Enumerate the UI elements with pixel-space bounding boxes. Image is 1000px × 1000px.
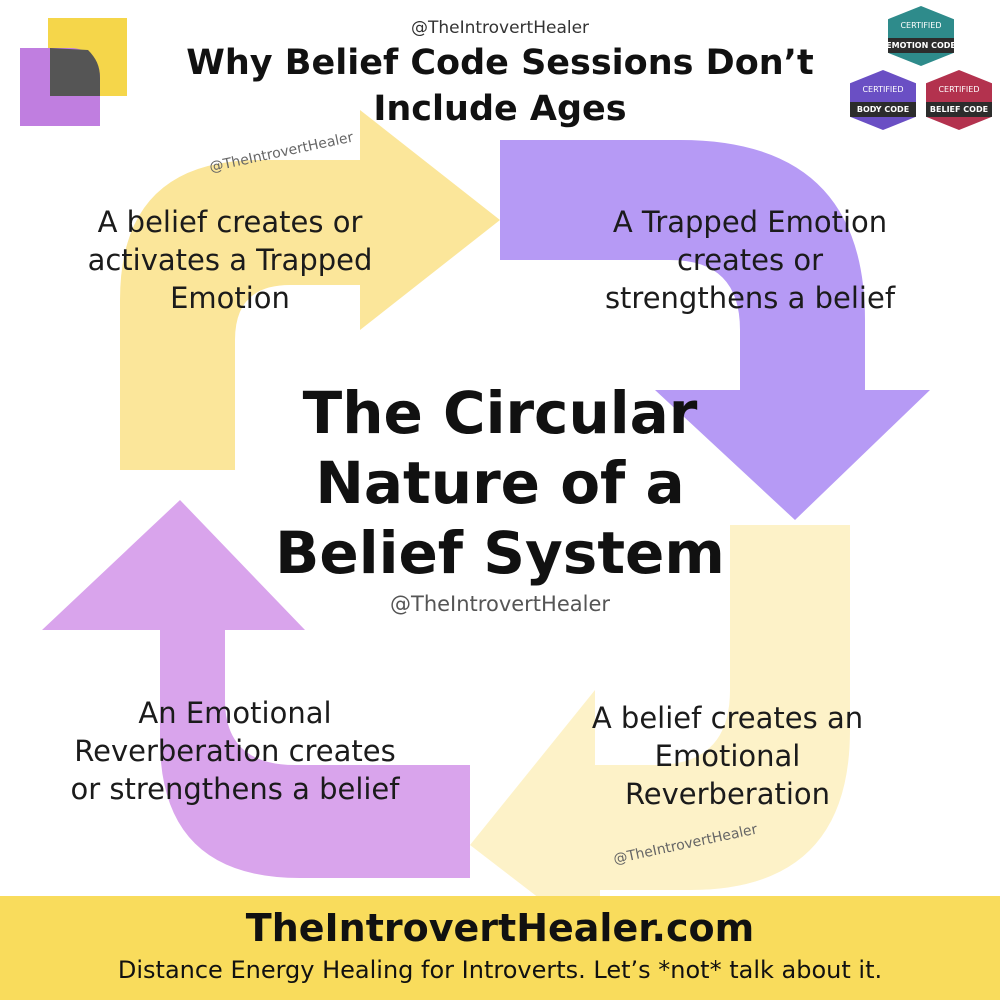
belief-code-badge: CERTIFIED BELIEF CODE (926, 70, 992, 130)
arrow-bottom-right (470, 525, 850, 945)
header-handle: @TheIntrovertHealer (410, 18, 590, 38)
step-reverberation-strengthens-belief: An Emotional Reverberation creates or st… (70, 696, 400, 806)
emotion-code-badge: CERTIFIED EMOTION CODE (888, 6, 954, 66)
logo-overlap-shape (50, 48, 100, 96)
arrow-top-left (120, 110, 500, 470)
footer-banner (0, 896, 1000, 1000)
step-belief-creates-reverberation: A belief creates an Emotional Reverberat… (591, 701, 864, 811)
footer-site: TheIntrovertHealer.com (245, 906, 755, 950)
center-handle: @TheIntrovertHealer (390, 592, 610, 616)
page-title-line1: Why Belief Code Sessions Don’t (186, 43, 814, 83)
arrow-bottom-left (42, 500, 470, 878)
step-belief-activates-emotion: A belief creates or activates a Trapped … (87, 205, 373, 315)
arrow-top-right (500, 140, 930, 520)
center-title: The Circular Nature of a Belief System (275, 379, 725, 587)
step-emotion-strengthens-belief: A Trapped Emotion creates or strengthens… (604, 205, 896, 315)
footer-tagline: Distance Energy Healing for Introverts. … (117, 956, 883, 984)
page-title-line2: Include Ages (373, 89, 627, 129)
body-code-badge: CERTIFIED BODY CODE (850, 70, 916, 130)
